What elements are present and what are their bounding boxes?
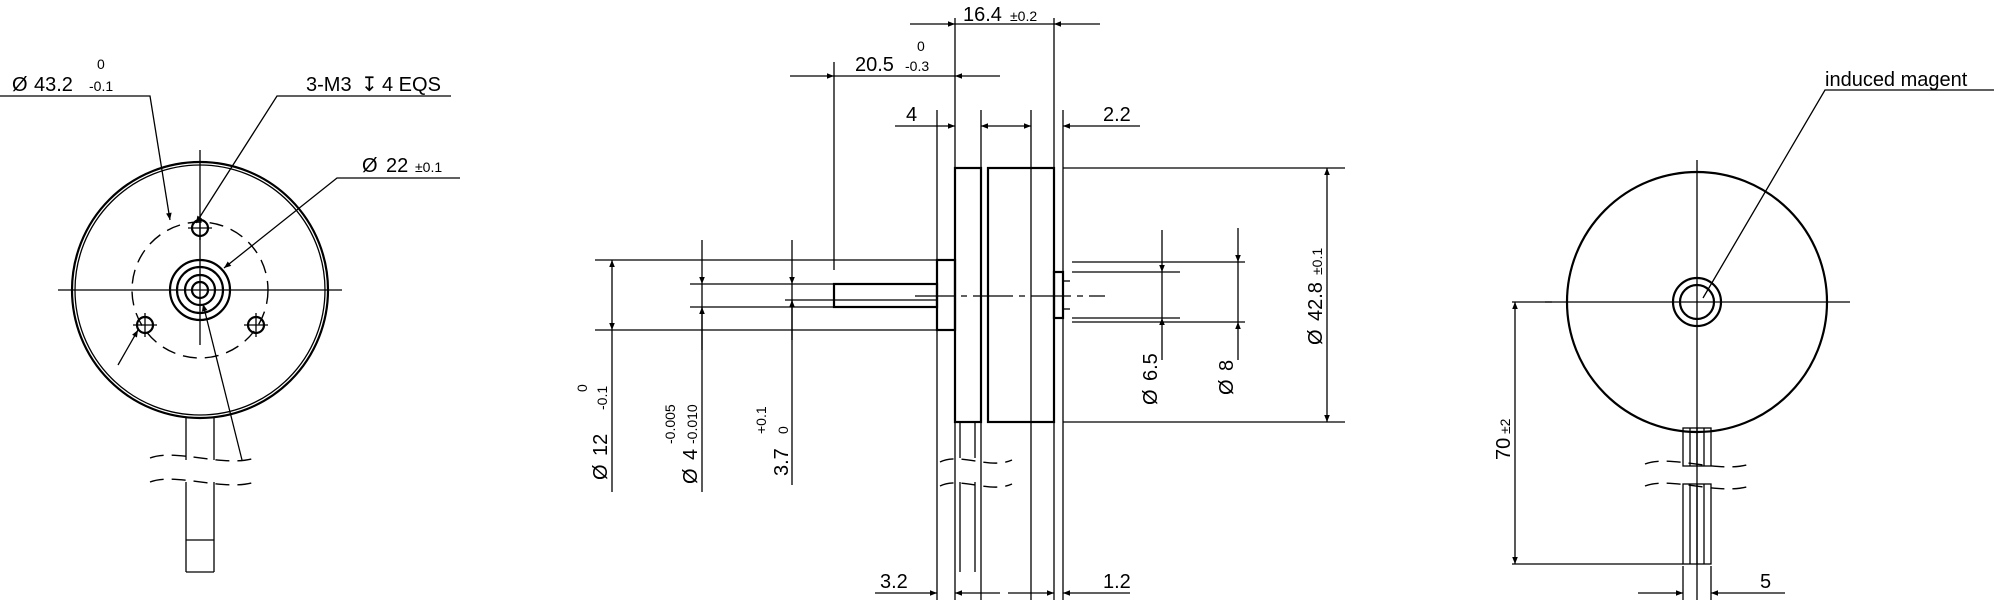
flat-depth-dim: 3.7 +0.1 0	[753, 406, 793, 476]
front-boss	[935, 258, 957, 332]
svg-text:±0.1: ±0.1	[415, 159, 442, 175]
shaft-diameter-dim: Ø 4 -0.005 -0.010	[662, 404, 702, 484]
shaft-length-dim: 20.5 0 -0.3	[855, 38, 929, 76]
svg-text:±0.2: ±0.2	[1010, 8, 1037, 24]
svg-text:8: 8	[1216, 360, 1238, 371]
svg-text:0: 0	[775, 426, 791, 434]
svg-text:6.5: 6.5	[1140, 353, 1162, 381]
diameter-symbol: Ø	[1216, 379, 1238, 395]
magnet-callout: induced magent	[1825, 69, 1968, 91]
front-view: Ø 43.2 0 -0.1 3-M3 ↧ 4 EQS Ø 22 ±0.1	[0, 56, 460, 573]
rear-diameter-a-dim: Ø 6.5	[1140, 353, 1162, 405]
svg-text:12: 12	[590, 434, 612, 456]
svg-text:4: 4	[680, 449, 702, 460]
svg-text:4 EQS: 4 EQS	[382, 74, 441, 96]
svg-text:+0.1: +0.1	[753, 406, 769, 434]
svg-text:-0.010: -0.010	[684, 404, 700, 444]
mount-hole	[133, 313, 157, 337]
boss-diameter-dim: Ø 12 0 -0.1	[574, 384, 612, 480]
svg-text:-0.1: -0.1	[89, 78, 113, 94]
bottom-right-dim: 1.2	[1103, 571, 1131, 593]
mount-hole	[188, 216, 212, 240]
mount-hole	[244, 313, 268, 337]
svg-text:16.4: 16.4	[963, 4, 1002, 26]
diameter-symbol: Ø	[362, 155, 378, 177]
svg-text:±2: ±2	[1497, 418, 1513, 434]
svg-text:-0.1: -0.1	[594, 386, 610, 410]
lead-length-dim: 70 ±2	[1493, 418, 1515, 460]
rear-lead	[1644, 427, 1751, 565]
svg-text:0: 0	[917, 38, 925, 54]
svg-text:-0.3: -0.3	[905, 58, 929, 74]
svg-text:-0.005: -0.005	[662, 404, 678, 444]
front-outer-diameter-dim: Ø 43.2 0 -0.1	[12, 56, 113, 96]
front-lead	[149, 418, 256, 573]
svg-text:0: 0	[97, 56, 105, 72]
svg-text:42.8: 42.8	[1305, 282, 1327, 321]
svg-text:22: 22	[386, 155, 408, 177]
side-view: 16.4 ±0.2 20.5 0 -0.3 4 2.2 Ø 42.8 ±0.1 …	[574, 4, 1345, 600]
svg-text:0: 0	[574, 384, 590, 392]
depth-icon: ↧	[361, 74, 378, 96]
svg-text:70: 70	[1493, 438, 1515, 460]
rear-boss	[1052, 270, 1065, 320]
bottom-left-dim: 3.2	[880, 571, 908, 593]
svg-text:20.5: 20.5	[855, 54, 894, 76]
flange-width-dim: 4	[906, 104, 917, 126]
diameter-symbol: Ø	[680, 468, 702, 484]
mount-holes-dim: 3-M3 ↧ 4 EQS	[306, 74, 441, 96]
lead-width-dim: 5	[1760, 571, 1771, 593]
svg-text:3.7: 3.7	[771, 448, 793, 476]
gap-right-dim: 2.2	[1103, 104, 1131, 126]
length-total-dim: 16.4 ±0.2	[963, 4, 1037, 26]
motor-body	[986, 166, 1056, 424]
rear-view: induced magent 70 ±2 5	[1493, 69, 1994, 600]
diameter-symbol: Ø	[590, 464, 612, 480]
svg-text:43.2: 43.2	[34, 74, 73, 96]
pilot-diameter-dim: Ø 22 ±0.1	[362, 155, 442, 177]
svg-text:±0.1: ±0.1	[1309, 248, 1325, 275]
rear-diameter-b-dim: Ø 8	[1216, 360, 1238, 395]
svg-text:3-M3: 3-M3	[306, 74, 352, 96]
diameter-symbol: Ø	[1305, 329, 1327, 345]
diameter-symbol: Ø	[12, 74, 28, 96]
side-lead	[939, 422, 1013, 572]
diameter-symbol: Ø	[1140, 389, 1162, 405]
flange	[953, 166, 983, 424]
body-diameter-dim: Ø 42.8 ±0.1	[1305, 248, 1327, 345]
